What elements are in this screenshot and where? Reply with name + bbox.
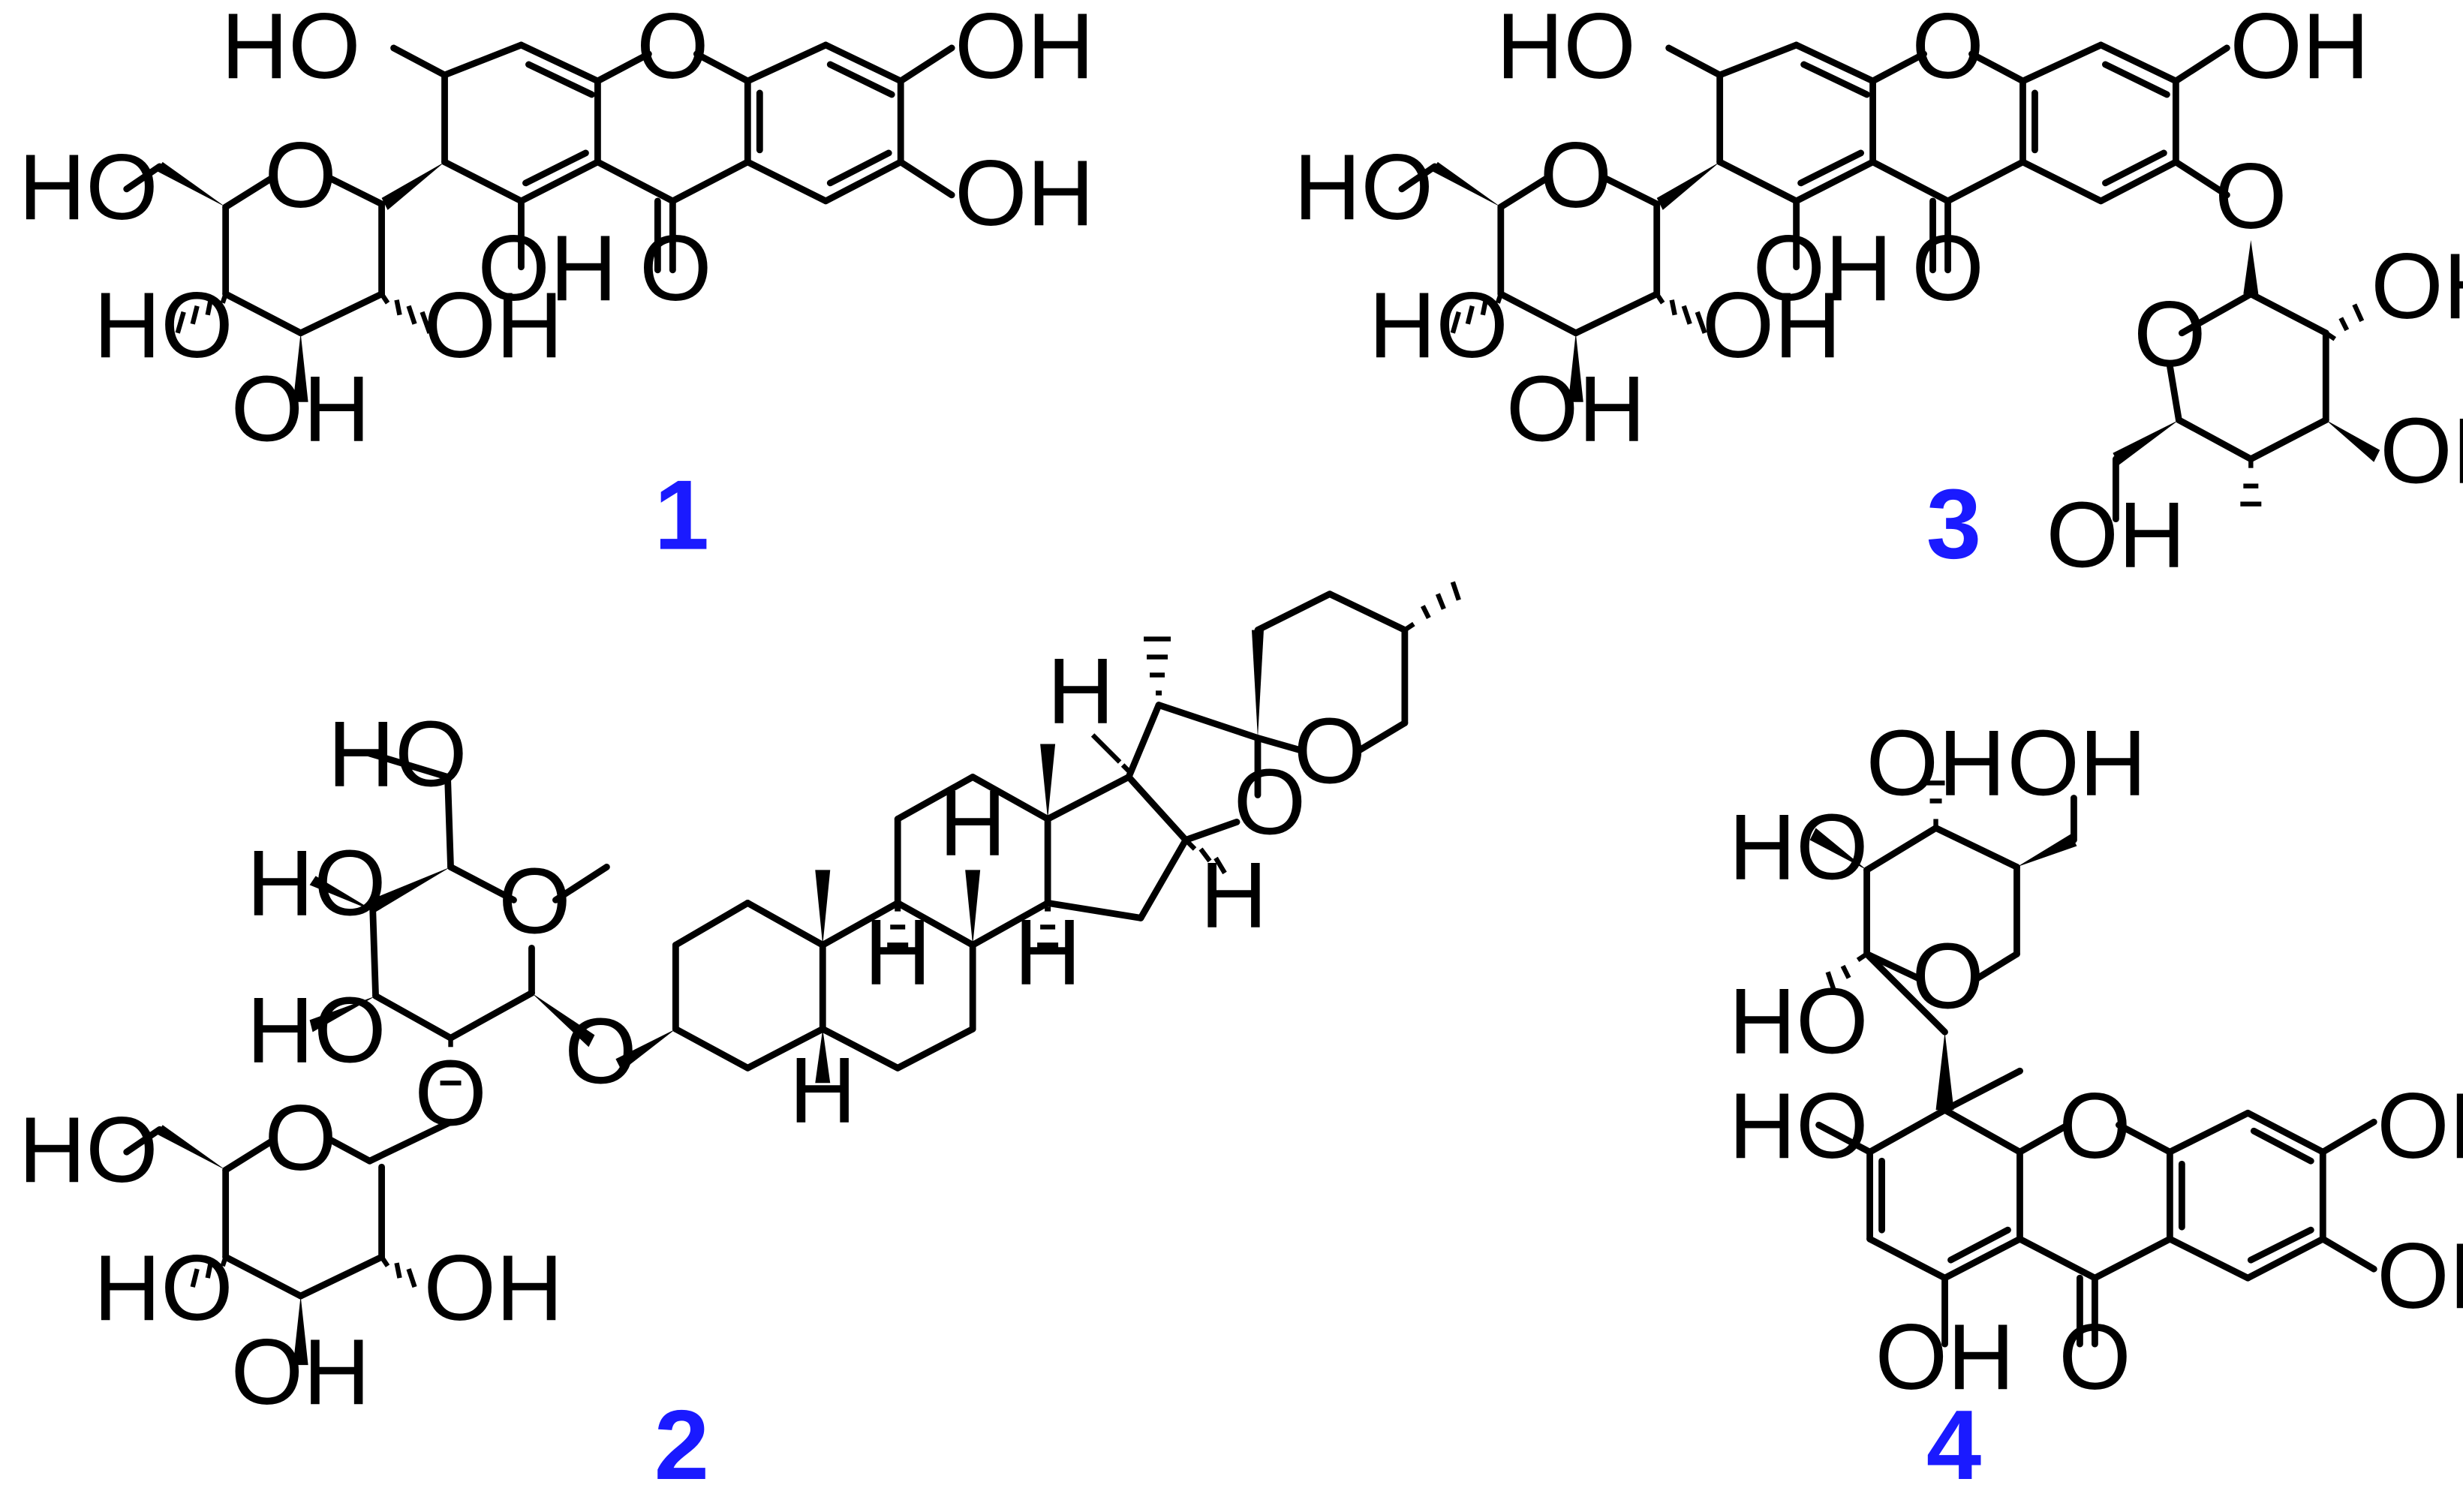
c4-label-o-sugar: O [1911, 924, 1983, 1028]
c1-label-oh-2: OH [955, 142, 1094, 245]
compound-3-label: 3 [1926, 469, 1981, 579]
c3-label-oh-6: OH [2380, 400, 2463, 503]
c4-label-oh-3: OH [2377, 1075, 2463, 1178]
compound-1-structure: HO O OH HO O OH OH O HO OH OH [19, 0, 1094, 461]
c2-label-oh-1: OH [424, 1237, 564, 1340]
c3-label-ho-3: HO [1369, 274, 1508, 377]
c4-label-ho-3: HO [1729, 1075, 1869, 1178]
c2-label-h-5: H [1047, 640, 1114, 744]
c4-label-o-carbonyl: O [2059, 1306, 2131, 1409]
compound-3-structure: HO O OH HO O HO OH OH O O OH O OH OH OH … [1294, 0, 2463, 588]
c2-label-o-furan: O [1234, 750, 1306, 854]
c3-label-o-ring: O [1911, 0, 1983, 98]
c2-label-h-3: H [939, 771, 1006, 875]
c2-label-ho-1: HO [328, 702, 468, 806]
c2-label-h-4: H [1014, 900, 1081, 1004]
c1-label-o-ring: O [636, 0, 708, 98]
c1-label-ho-3: HO [94, 274, 233, 377]
c3-label-oh-3: OH [1702, 274, 1842, 377]
c3-label-oh-4: OH [1506, 358, 1646, 461]
c3-label-oh-2: OH [1753, 217, 1893, 320]
c2-label-ho-3: HO [247, 978, 386, 1082]
c3-label-o-carbonyl: O [1911, 217, 1983, 320]
c2-label-h-1: H [789, 1039, 857, 1142]
c2-label-ho-2: HO [247, 831, 386, 935]
c3-label-o-sugar: O [1540, 124, 1612, 227]
c1-label-oh-4: OH [424, 274, 564, 377]
c2-label-o-pyran: O [1294, 699, 1366, 803]
compound-4-structure: OH OH HO HO O HO OH O OH OH O [1729, 711, 2463, 1409]
c3-label-oh-1: OH [2230, 0, 2369, 98]
c1-label-oh-1: OH [955, 0, 1094, 98]
compound-2-label: 2 [654, 1390, 709, 1500]
c4-label-ho-1: HO [1729, 795, 1869, 899]
c1-label-oh-5: OH [231, 358, 371, 461]
c2-label-h-6: H [1200, 843, 1268, 947]
c2-label-o-sugar1: O [498, 849, 570, 953]
compound-2-structure: HO O HO HO O HO O HO OH OH O H H H H H H… [19, 581, 1461, 1424]
c2-label-oh-2: OH [231, 1321, 371, 1424]
compound-1-label: 1 [654, 460, 709, 570]
c1-label-ho-2: HO [19, 136, 158, 239]
c4-label-ho-2: HO [1729, 969, 1869, 1073]
compound-4-label: 4 [1926, 1390, 1981, 1500]
c3-label-o-glycosidic: O [2215, 145, 2287, 248]
c1-label-o-carbonyl: O [639, 217, 711, 320]
c1-label-oh-3: OH [477, 217, 617, 320]
c4-label-o-ring: O [2059, 1075, 2131, 1178]
c2-label-o-glycosidic-1: O [564, 999, 636, 1103]
c3-label-ho-2: HO [1294, 136, 1433, 239]
c2-label-o-glycosidic-2: O [414, 1042, 486, 1145]
c4-label-oh-1: OH [1866, 711, 2006, 815]
c3-label-o-sugar2: O [2134, 283, 2206, 386]
c4-label-oh-4: OH [2377, 1225, 2463, 1328]
c3-label-ho-1: HO [1496, 0, 1636, 98]
c3-label-oh-5: OH [2371, 235, 2463, 338]
c2-label-o-sugar2: O [264, 1087, 336, 1190]
c1-label-o-sugar: O [264, 124, 336, 227]
c1-label-ho-1: HO [221, 0, 361, 98]
c4-label-oh-5: OH [1875, 1306, 2015, 1409]
c3-label-oh-7: OH [2046, 484, 2185, 588]
c2-label-ho-4: HO [19, 1099, 158, 1202]
c2-label-h-2: H [864, 900, 931, 1004]
c4-label-oh-2: OH [2007, 711, 2146, 815]
c2-label-ho-5: HO [94, 1237, 233, 1340]
